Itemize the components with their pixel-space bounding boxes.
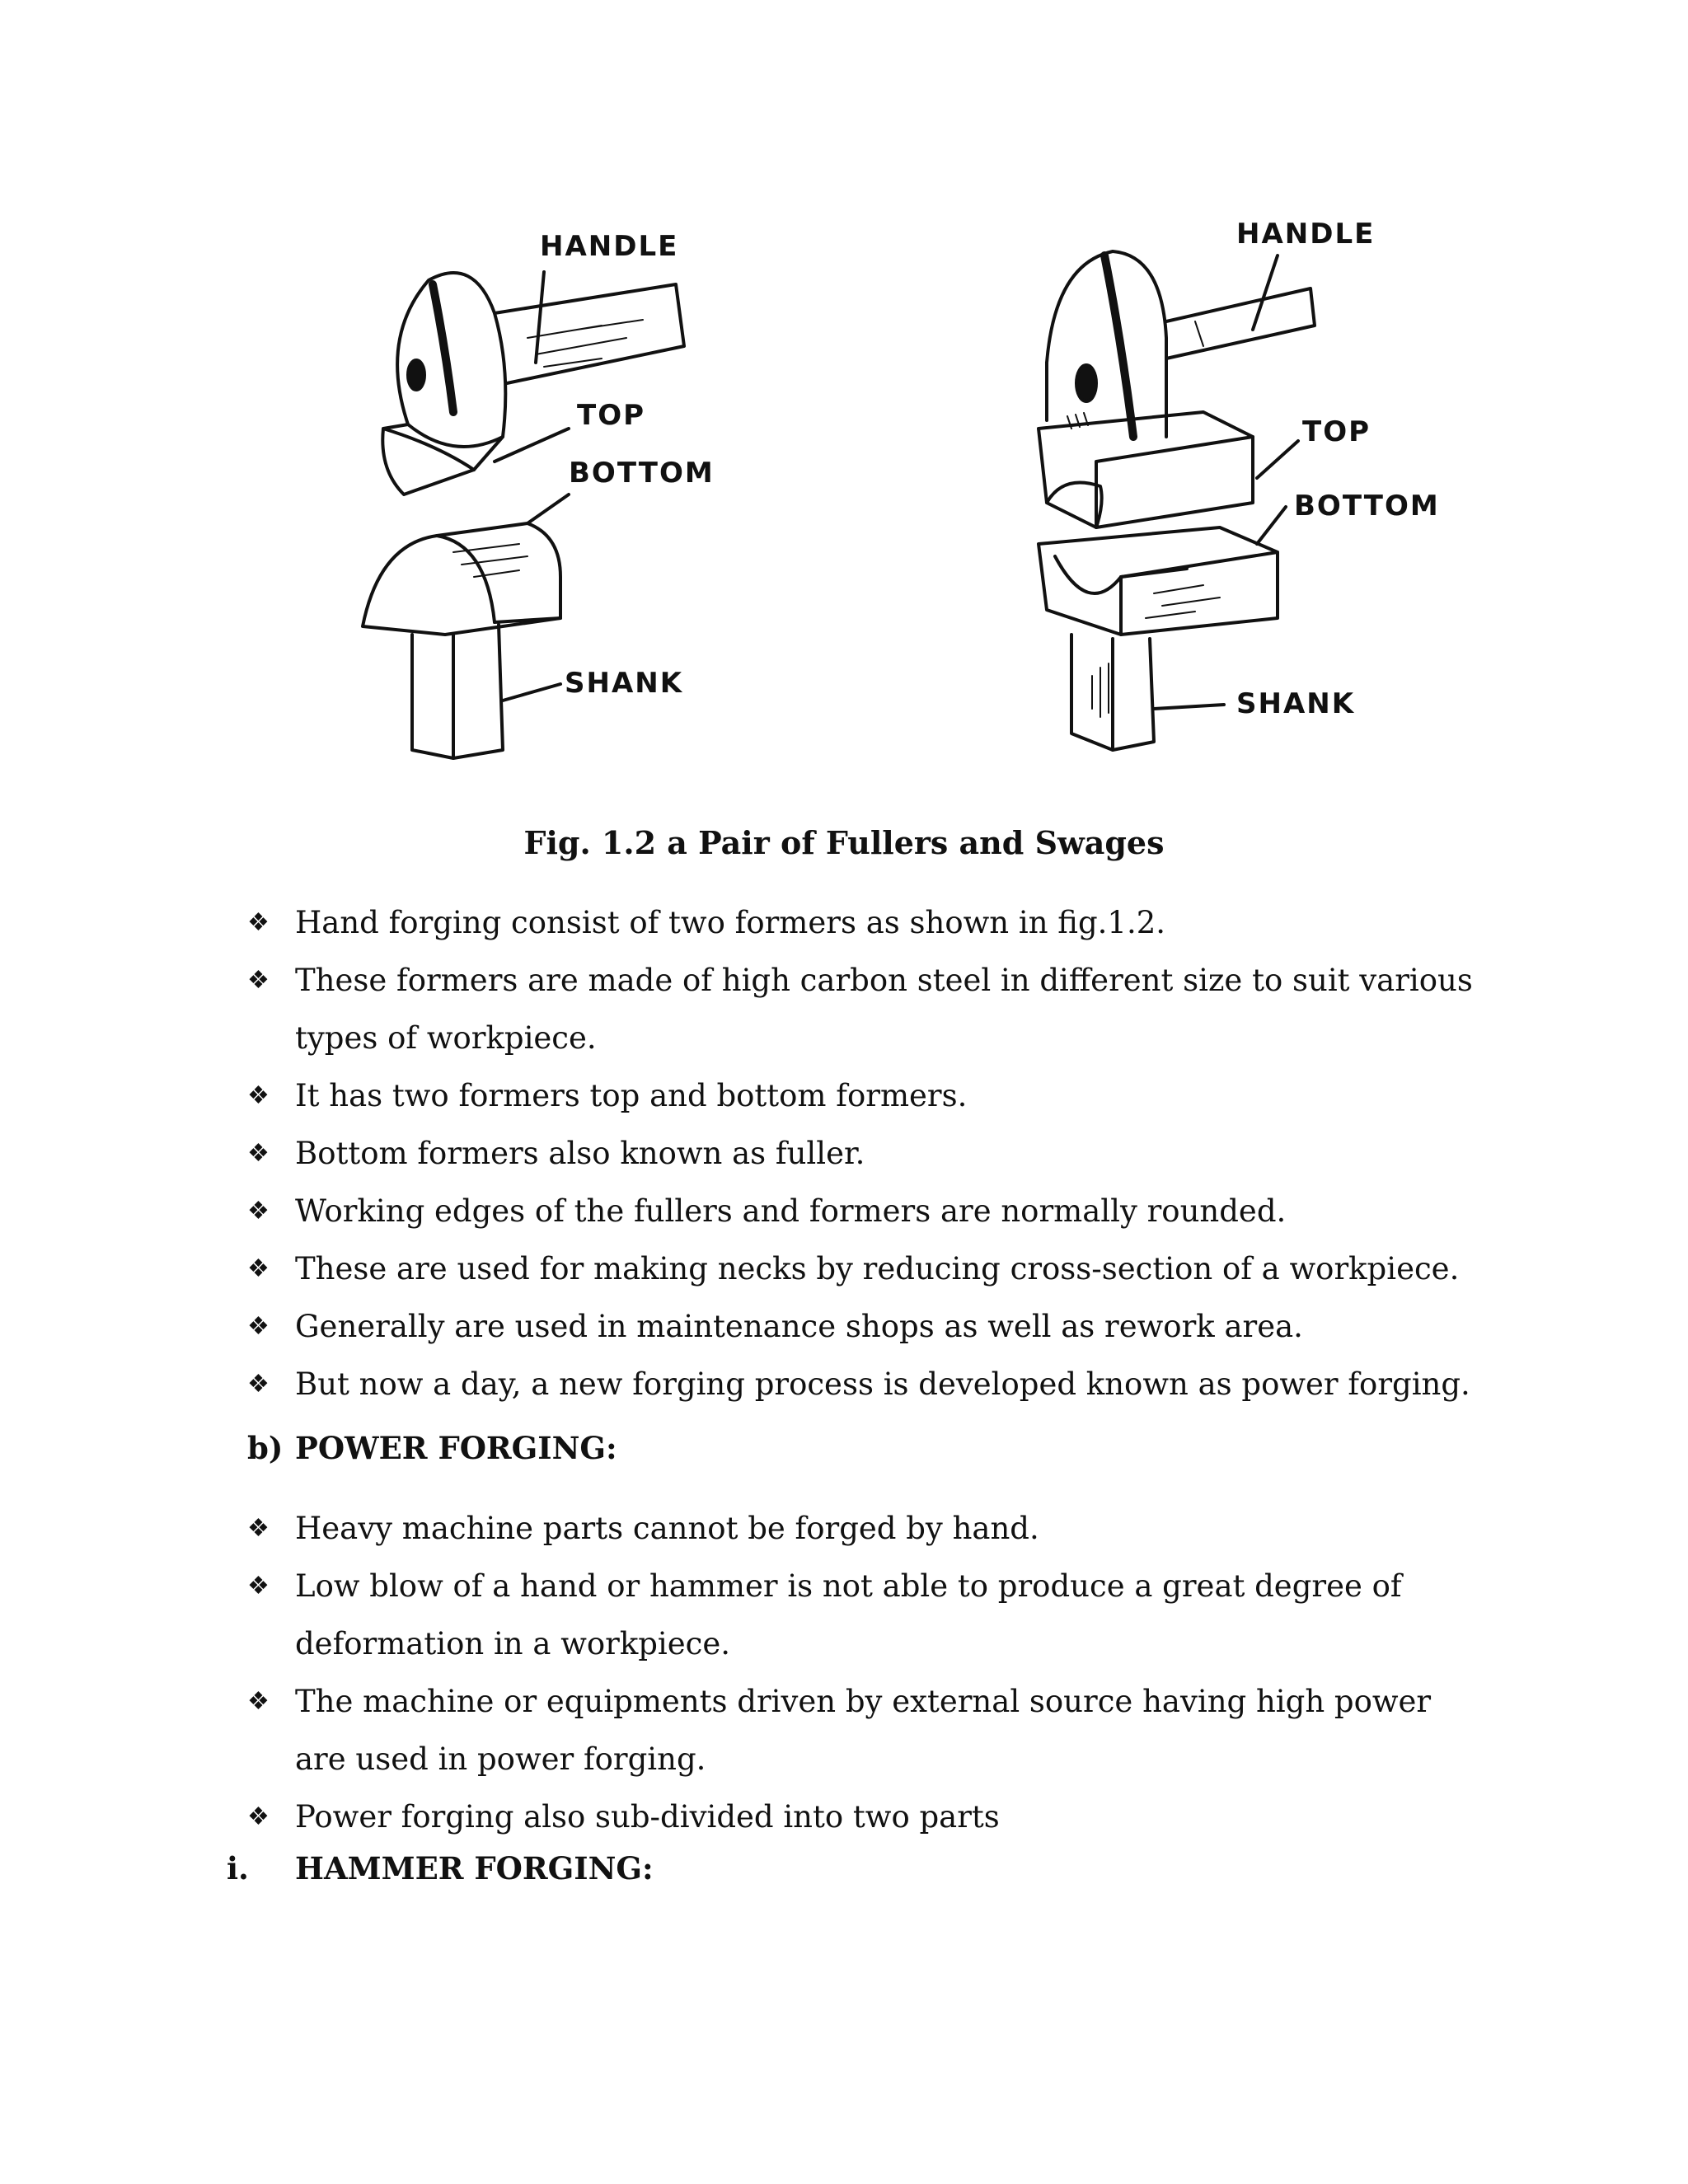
section-title: HAMMER FORGING: bbox=[295, 1850, 654, 1886]
bullet-diamond-icon: ❖ bbox=[247, 1687, 270, 1716]
list-item: ❖Heavy machine parts cannot be forged by… bbox=[247, 1500, 1484, 1558]
list-item: ❖But now a day, a new forging process is… bbox=[247, 1356, 1484, 1413]
left-shank-label: SHANK bbox=[565, 667, 683, 700]
bullet-diamond-icon: ❖ bbox=[247, 1802, 270, 1831]
bullet-diamond-icon: ❖ bbox=[247, 1312, 270, 1341]
section-number: b) bbox=[247, 1430, 284, 1466]
left-handle-label: HANDLE bbox=[540, 230, 678, 263]
section-number: i. bbox=[227, 1850, 249, 1886]
bullet-diamond-icon: ❖ bbox=[247, 908, 270, 937]
bullet-diamond-icon: ❖ bbox=[247, 1081, 270, 1110]
bullet-diamond-icon: ❖ bbox=[247, 1572, 270, 1601]
bullet-diamond-icon: ❖ bbox=[247, 1370, 270, 1399]
bottom-fuller-shape bbox=[361, 522, 562, 760]
bullet-diamond-icon: ❖ bbox=[247, 1197, 270, 1226]
right-bottom-label: BOTTOM bbox=[1294, 490, 1440, 523]
list-item: ❖The machine or equipments driven by ext… bbox=[247, 1673, 1484, 1788]
list-item: ❖It has two formers top and bottom forme… bbox=[247, 1067, 1484, 1125]
bullet-list-power-forging: ❖Heavy machine parts cannot be forged by… bbox=[247, 1500, 1484, 1846]
top-fuller-shape bbox=[381, 271, 508, 496]
list-item: ❖Generally are used in maintenance shops… bbox=[247, 1298, 1484, 1356]
section-heading-hammer-forging: i. HAMMER FORGING: bbox=[227, 1850, 654, 1886]
figure-caption: Fig. 1.2 a Pair of Fullers and Swages bbox=[523, 824, 1165, 861]
bullet-diamond-icon: ❖ bbox=[247, 966, 270, 995]
bullet-diamond-icon: ❖ bbox=[247, 1514, 270, 1543]
list-item: ❖These are used for making necks by redu… bbox=[247, 1240, 1484, 1298]
list-item: ❖Power forging also sub-divided into two… bbox=[247, 1788, 1484, 1846]
section-title: POWER FORGING: bbox=[295, 1430, 617, 1466]
left-top-label: TOP bbox=[577, 399, 645, 432]
list-item: ❖Low blow of a hand or hammer is not abl… bbox=[247, 1558, 1484, 1673]
right-handle-label: HANDLE bbox=[1236, 218, 1375, 251]
bullet-list-hand-forging: ❖Hand forging consist of two formers as … bbox=[247, 894, 1484, 1413]
top-swage-shape bbox=[1037, 250, 1316, 529]
bullet-diamond-icon: ❖ bbox=[247, 1254, 270, 1283]
bullet-diamond-icon: ❖ bbox=[247, 1139, 270, 1168]
section-heading-power-forging: b) POWER FORGING: bbox=[247, 1430, 617, 1466]
list-item: ❖Hand forging consist of two formers as … bbox=[247, 894, 1484, 952]
fullers-swages-drawing: HANDLE TOP BOTTOM SHANK HANDLE TOP BOTTO… bbox=[361, 218, 1440, 760]
right-top-label: TOP bbox=[1302, 415, 1371, 448]
handle-shape bbox=[493, 283, 686, 385]
list-item: ❖Bottom formers also known as fuller. bbox=[247, 1125, 1484, 1183]
left-bottom-label: BOTTOM bbox=[569, 457, 715, 490]
right-shank-label: SHANK bbox=[1236, 687, 1355, 720]
list-item: ❖Working edges of the fullers and former… bbox=[247, 1183, 1484, 1240]
bottom-swage-shape bbox=[1037, 526, 1279, 752]
fullers-swages-figure: HANDLE TOP BOTTOM SHANK HANDLE TOP BOTTO… bbox=[330, 190, 1484, 799]
list-item: ❖These formers are made of high carbon s… bbox=[247, 952, 1484, 1067]
